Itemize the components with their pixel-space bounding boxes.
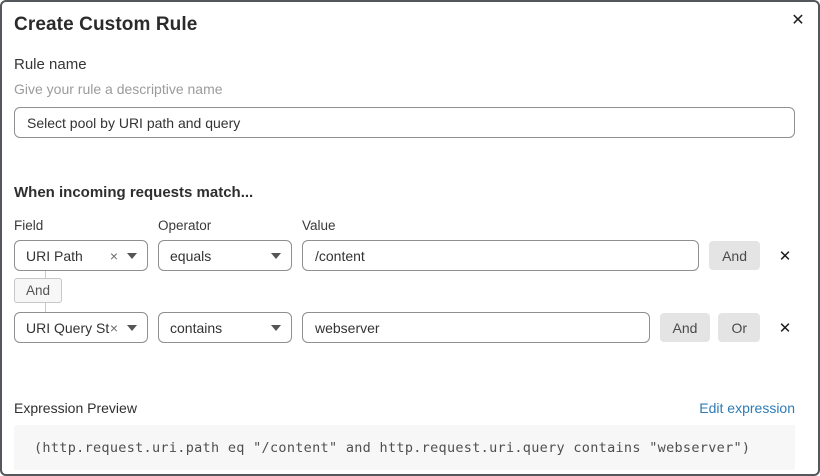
connector-line-bottom xyxy=(45,303,46,312)
operator-column-label: Operator xyxy=(158,218,212,233)
or-button[interactable]: Or xyxy=(718,313,760,342)
logic-connector: And xyxy=(14,271,795,312)
remove-condition-icon[interactable]: ✕ xyxy=(775,247,795,265)
condition-row-2: URI Query St... × contains And Or ✕ xyxy=(14,312,795,343)
field-select-1-value: URI Path xyxy=(26,247,83,264)
clear-icon[interactable]: × xyxy=(109,247,118,264)
chevron-down-icon xyxy=(271,324,281,331)
condition-row-1: URI Path × equals And ✕ xyxy=(14,240,795,271)
and-button[interactable]: And xyxy=(709,241,760,270)
chevron-down-icon xyxy=(127,324,137,331)
condition-column-labels: Field Operator Value xyxy=(14,218,795,233)
expression-preview-label: Expression Preview xyxy=(14,400,137,416)
operator-select-1-value: equals xyxy=(170,247,212,264)
expression-preview-header: Expression Preview Edit expression xyxy=(14,400,795,416)
field-select-1[interactable]: URI Path × xyxy=(14,240,148,271)
value-input-1[interactable] xyxy=(302,240,700,271)
expression-text: (http.request.uri.path eq "/content" and… xyxy=(34,439,751,456)
rule-name-label: Rule name xyxy=(14,56,87,73)
dialog-title: Create Custom Rule xyxy=(14,14,198,35)
remove-condition-icon[interactable]: ✕ xyxy=(775,319,795,337)
connector-and-chip[interactable]: And xyxy=(14,278,63,303)
row-2-actions: And Or ✕ xyxy=(659,313,795,342)
field-select-2-value: URI Query St... xyxy=(26,319,110,336)
chevron-down-icon xyxy=(271,252,281,259)
match-heading: When incoming requests match... xyxy=(14,184,254,201)
operator-select-2-value: contains xyxy=(170,319,223,336)
rule-name-input[interactable] xyxy=(14,107,795,138)
and-button[interactable]: And xyxy=(659,313,711,342)
value-column-label: Value xyxy=(302,218,336,233)
row-1-actions: And ✕ xyxy=(709,241,795,270)
chevron-down-icon xyxy=(127,252,137,259)
field-column-label: Field xyxy=(14,218,44,233)
clear-icon[interactable]: × xyxy=(109,319,118,336)
close-icon[interactable]: ✕ xyxy=(787,9,809,31)
operator-select-2[interactable]: contains xyxy=(158,312,292,343)
expression-preview-box: (http.request.uri.path eq "/content" and… xyxy=(14,425,795,470)
edit-expression-link[interactable]: Edit expression xyxy=(699,400,795,416)
connector-line-top xyxy=(45,271,46,278)
field-select-2[interactable]: URI Query St... × xyxy=(14,312,148,343)
rule-name-hint: Give your rule a descriptive name xyxy=(14,81,223,97)
operator-select-1[interactable]: equals xyxy=(158,240,292,271)
value-input-2[interactable] xyxy=(302,312,650,343)
